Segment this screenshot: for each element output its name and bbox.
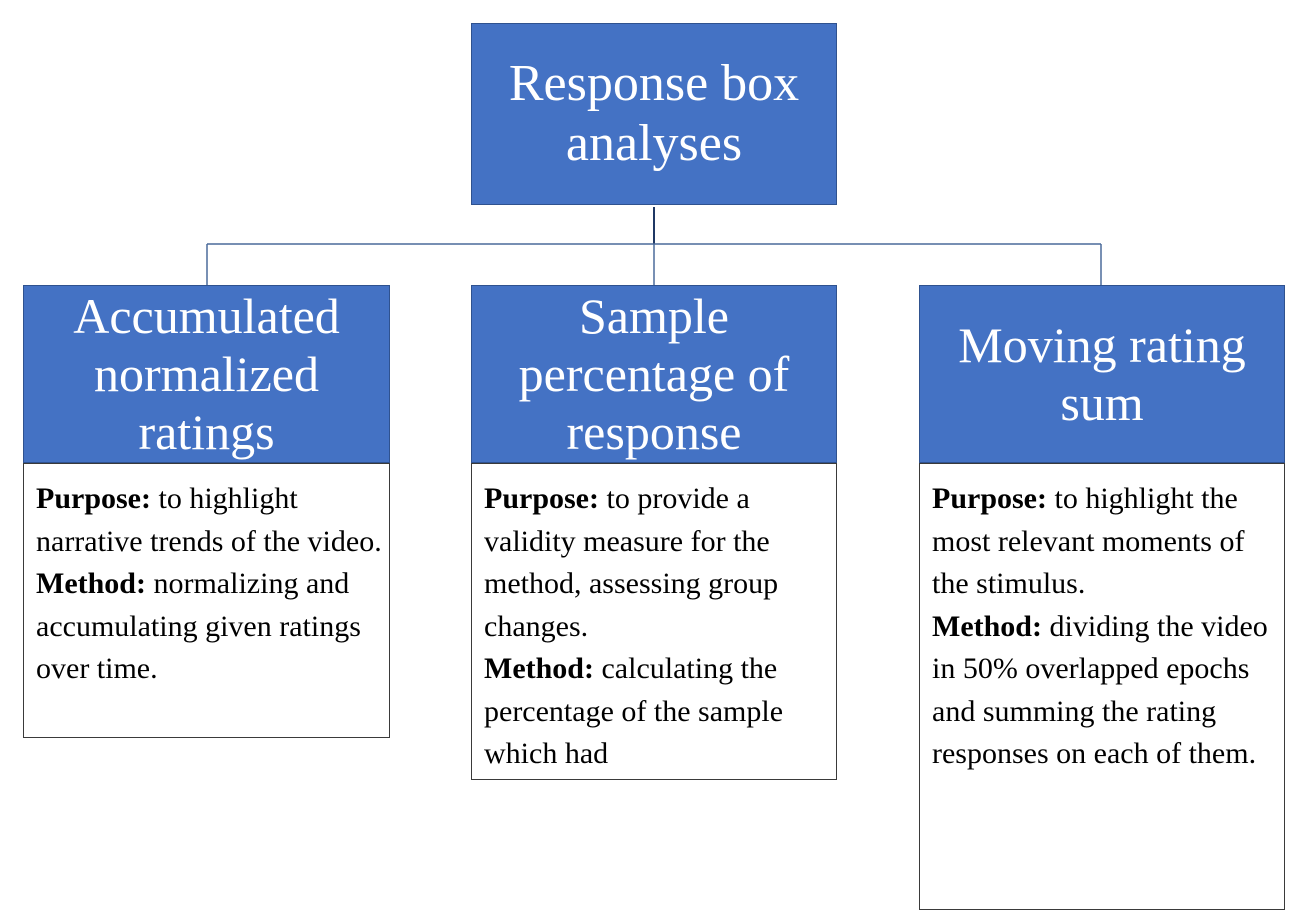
description-sample-percentage-of-response: Purpose: to provide a validity measure f… [471, 463, 837, 780]
node-moving-rating-sum: Moving rating sum [919, 285, 1285, 463]
method-text: calculating the percentage of the sample… [484, 652, 784, 770]
method-text: normalizing and accumulating given ratin… [36, 567, 361, 685]
method-label: Method: [484, 652, 594, 685]
purpose-text: to provide a validity measure for the me… [484, 482, 779, 643]
purpose-text: to highlight narrative trends of the vid… [36, 482, 382, 558]
purpose-label: Purpose: [932, 482, 1047, 515]
description-accumulated-normalized-ratings: Purpose: to highlight narrative trends o… [23, 463, 390, 738]
root-node-title: Response box analyses [508, 54, 800, 172]
purpose-label: Purpose: [484, 482, 599, 515]
root-node: Response box analyses [471, 23, 837, 205]
description-moving-rating-sum: Purpose: to highlight the most relevant … [919, 463, 1285, 910]
node-sample-percentage-of-response: Sample percentage of response [471, 285, 837, 463]
node-title: Sample percentage of response [518, 288, 790, 460]
method-label: Method: [36, 567, 146, 600]
method-text: dividing the video in 50% overlapped epo… [932, 609, 1268, 771]
purpose-text: to highlight the most relevant moments o… [932, 482, 1245, 600]
node-title: Moving rating sum [958, 317, 1246, 431]
method-label: Method: [932, 609, 1042, 643]
node-title: Accumulated normalized ratings [73, 288, 340, 460]
node-accumulated-normalized-ratings: Accumulated normalized ratings [23, 285, 390, 463]
purpose-label: Purpose: [36, 482, 151, 515]
